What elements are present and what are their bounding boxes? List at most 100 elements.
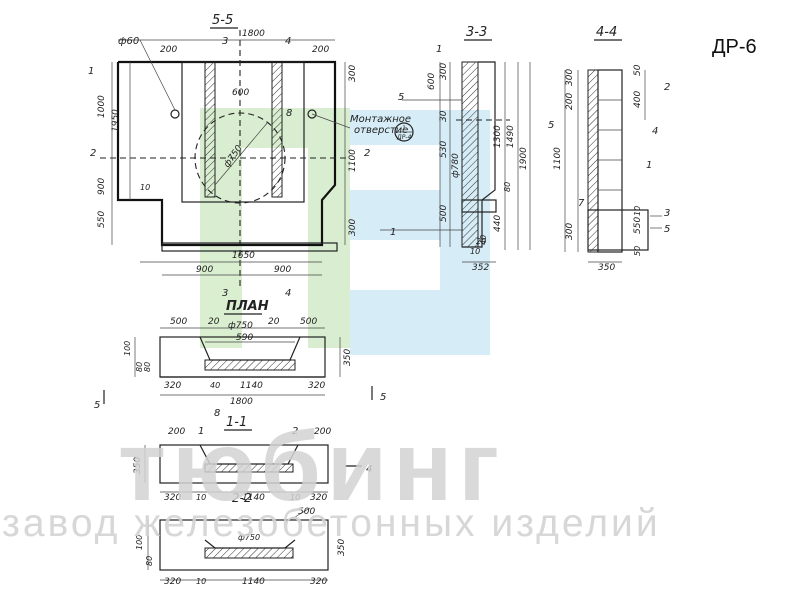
dim-label: 1650	[232, 251, 255, 261]
view-title: 4-4	[596, 25, 617, 40]
dim-label: 1140	[242, 493, 265, 503]
section-mark: 5	[398, 92, 404, 103]
dim-label: 350	[343, 349, 353, 366]
dim-label: 320	[310, 493, 327, 503]
dim-label: 200	[565, 93, 575, 110]
dim-label: 200	[168, 427, 185, 437]
view-4-4: 4-4 300 200 1100 400 50 300 350 550 10 5…	[548, 25, 670, 273]
section-mark: 4	[366, 464, 372, 475]
view-title: ПЛАН	[226, 299, 269, 314]
drawing-code: ДР-6	[712, 36, 757, 58]
section-mark: 2	[292, 426, 298, 437]
section-mark: 4	[285, 288, 291, 299]
dim-label: 20	[476, 237, 486, 246]
view-2-2: 2-2 500 320 10 1140 320 350 100 80 ф750	[135, 491, 347, 587]
dim-label: 300	[348, 219, 358, 236]
dim-label: 1000	[97, 95, 107, 118]
dim-label: 1800	[230, 397, 253, 407]
dim-label: 320	[308, 381, 325, 391]
dim-label: 550	[97, 211, 107, 228]
dim-label: 1800	[242, 29, 265, 39]
dim-label: 200	[312, 45, 329, 55]
section-mark: 5	[548, 120, 554, 131]
dim-label: 80	[143, 362, 152, 372]
section-mark: 4	[652, 126, 658, 137]
dim-label: ф750	[228, 321, 253, 331]
section-mark: 8	[214, 408, 220, 419]
dim-label: 320	[164, 381, 181, 391]
dim-label: 300	[565, 69, 575, 86]
dim-label: 440	[493, 215, 503, 232]
view-5-5: 5-5	[88, 13, 370, 299]
dim-label: 20	[208, 317, 220, 327]
section-mark: 5	[380, 392, 386, 403]
dim-label: 300	[439, 63, 449, 80]
dim-label: 500	[298, 507, 315, 517]
section-mark: 3	[664, 208, 670, 219]
dim-label: 1100	[348, 149, 358, 172]
section-mark: 2	[90, 148, 96, 159]
dim-label: 80	[135, 362, 144, 372]
dim-label: 550	[633, 217, 643, 234]
section-mark: 5	[94, 400, 100, 411]
view-title: 5-5	[212, 13, 233, 28]
dim-label: 1140	[240, 381, 263, 391]
view-title: 2-2	[232, 491, 252, 505]
dim-label: 1140	[242, 577, 265, 587]
dim-label: ф780	[451, 153, 461, 178]
dim-label: 1490	[506, 125, 516, 148]
callout-mounting-hole: Монтажное отверстие 1 ДР-4	[311, 113, 414, 142]
dim-label: 320	[164, 493, 181, 503]
dim-label: 590	[236, 333, 253, 343]
section-mark: 5	[664, 224, 670, 235]
section-mark: 1	[88, 66, 94, 77]
section-mark: 3	[222, 36, 228, 47]
section-mark: 1	[646, 160, 652, 171]
dim-label: 900	[274, 265, 291, 275]
dim-label: 8	[286, 108, 292, 119]
dim-label: 30	[439, 110, 449, 122]
section-mark: 4	[285, 36, 291, 47]
dim-label: 352	[472, 263, 489, 273]
view-title: 3-3	[466, 25, 487, 40]
dim-label: 600	[427, 73, 437, 90]
dim-label: 10	[633, 206, 642, 216]
dim-label: 900	[97, 178, 107, 195]
dim-label: 200	[160, 45, 177, 55]
dim-label: 350	[598, 263, 615, 273]
dim-label: 500	[170, 317, 187, 327]
dim-label: 80	[145, 556, 154, 566]
dim-label: 1950	[111, 109, 121, 132]
dim-label: 300	[348, 65, 358, 82]
section-mark: 2	[364, 148, 370, 159]
brand-watermark: тюбинг	[118, 411, 506, 521]
dim-label: 1900	[519, 147, 529, 170]
dim-label: 20	[268, 317, 280, 327]
dim-label: 300	[565, 223, 575, 240]
dim-label: 350	[337, 539, 347, 556]
callout-ref: ДР-4	[396, 134, 411, 141]
dim-label: 100	[135, 535, 144, 550]
dim-label: 50	[633, 64, 643, 76]
dim-label: 10	[140, 183, 150, 192]
plan-view: ПЛАН 500 20 ф750 500 20 590 40 1140 320 …	[94, 299, 386, 419]
callout-ref: 1	[402, 125, 406, 132]
dim-label: 500	[300, 317, 317, 327]
dim-label: 1100	[553, 147, 563, 170]
dim-label: 320	[164, 577, 181, 587]
dim-label: ф750	[238, 533, 260, 542]
dim-label: 40	[479, 235, 488, 245]
tagline-watermark: завод железобетонных изделий	[2, 502, 661, 545]
callout-text: отверстие	[354, 125, 408, 136]
dim-label: ф60	[118, 36, 139, 47]
dim-label: 530	[439, 141, 449, 158]
dim-label: 320	[310, 577, 327, 587]
view-3-3: 3-3 600 300 30 530 1300 1490 1900 ф780 5…	[380, 25, 531, 273]
dim-label: 10	[290, 493, 300, 502]
dim-label: 40	[210, 381, 220, 390]
dim-label: 10	[196, 493, 206, 502]
callout-text: Монтажное	[350, 114, 411, 125]
section-mark: 2	[664, 82, 670, 93]
